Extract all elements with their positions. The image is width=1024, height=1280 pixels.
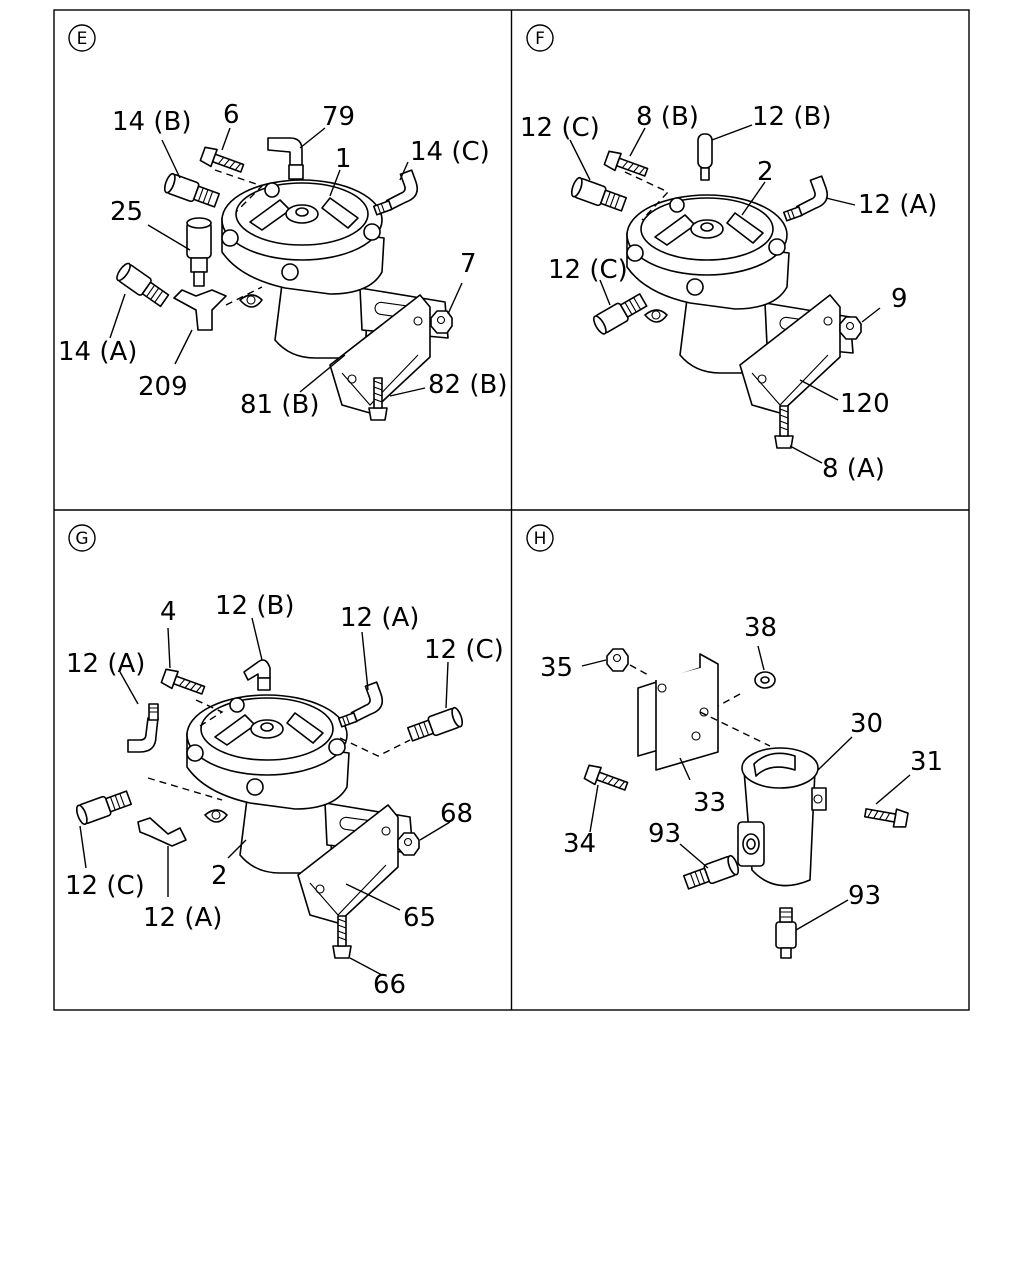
fitting-12b <box>697 133 713 181</box>
panel-f-marker <box>526 24 554 52</box>
label-12c-left: 12 (C) <box>65 871 145 901</box>
label-65: 65 <box>403 903 436 933</box>
fitting-93-side <box>681 853 742 893</box>
label-12a-top: 12 (A) <box>340 603 419 633</box>
label-2: 2 <box>211 861 228 891</box>
panel-g-marker <box>68 524 96 552</box>
label-31: 31 <box>910 747 943 777</box>
panel-e-tag: E <box>77 29 88 49</box>
label-14c: 14 (C) <box>410 137 490 167</box>
label-12b: 12 (B) <box>752 102 831 132</box>
label-66: 66 <box>373 970 406 1000</box>
label-38: 38 <box>744 613 777 643</box>
label-12a-lower: 12 (A) <box>143 903 222 933</box>
panel-f-leaders <box>569 124 881 464</box>
switch-25 <box>186 217 212 287</box>
connector-12c-right <box>405 705 466 745</box>
panel-g-tag: G <box>75 529 88 549</box>
label-9: 9 <box>891 284 908 314</box>
label-1: 1 <box>335 144 352 174</box>
label-82b: 82 (B) <box>428 370 507 400</box>
panel-g-leaders <box>79 617 451 976</box>
label-12c-upper: 12 (C) <box>520 113 600 143</box>
label-12a-left: 12 (A) <box>66 649 145 679</box>
label-7: 7 <box>460 249 477 279</box>
nut-35 <box>606 648 629 672</box>
label-34: 34 <box>563 829 596 859</box>
label-4: 4 <box>160 597 177 627</box>
elbow-12a-right <box>330 681 388 728</box>
label-93-bottom: 93 <box>848 881 881 911</box>
connector-12c-upper <box>568 175 629 215</box>
panel-h-marker <box>526 524 554 552</box>
connector-12a <box>775 175 833 222</box>
label-14b: 14 (B) <box>112 107 191 137</box>
elbow-12a-left <box>127 703 159 753</box>
label-93-side: 93 <box>648 819 681 849</box>
panel-e: E <box>58 24 507 421</box>
panel-f: F 12 (C) 8 (B) 12 <box>520 24 937 484</box>
label-120: 120 <box>840 389 890 419</box>
bracket-33 <box>637 653 719 771</box>
panel-f-tag: F <box>535 29 545 49</box>
elbow-12a-lower <box>137 817 187 847</box>
label-68: 68 <box>440 799 473 829</box>
label-12c-lower: 12 (C) <box>548 255 628 285</box>
bolt-8b <box>602 148 651 182</box>
panel-g: G <box>65 524 504 1000</box>
label-12a: 12 (A) <box>858 190 937 220</box>
elbow-209 <box>173 289 227 331</box>
fitting-93-bottom <box>775 907 797 959</box>
label-30: 30 <box>850 709 883 739</box>
label-2: 2 <box>757 157 774 187</box>
label-12c-right: 12 (C) <box>424 635 504 665</box>
label-35: 35 <box>540 653 573 683</box>
connector-14c <box>365 169 423 216</box>
bolt-34 <box>582 762 631 796</box>
panel-e-leaders <box>109 127 463 397</box>
elbow-79 <box>267 137 304 180</box>
label-12b: 12 (B) <box>215 591 294 621</box>
label-8b: 8 (B) <box>636 102 699 132</box>
panel-e-marker <box>68 24 96 52</box>
panel-h: H <box>526 524 943 959</box>
connector-12c-left <box>73 787 134 827</box>
panel-h-tag: H <box>534 529 547 549</box>
label-79: 79 <box>322 102 355 132</box>
label-33: 33 <box>693 788 726 818</box>
filter-30 <box>737 747 827 887</box>
label-209: 209 <box>138 372 188 402</box>
panel-h-leaders <box>581 645 911 931</box>
bolt-31 <box>863 803 910 830</box>
label-81b: 81 (B) <box>240 390 319 420</box>
label-25: 25 <box>110 197 143 227</box>
elbow-12b <box>243 659 271 691</box>
connector-12c-lower <box>590 290 649 337</box>
label-8a: 8 (A) <box>822 454 885 484</box>
bolt-4 <box>159 666 208 700</box>
panel-frame <box>53 9 970 1011</box>
connector-14b <box>161 171 222 211</box>
nut-7 <box>430 310 453 334</box>
nut-9 <box>839 316 862 340</box>
label-14a: 14 (A) <box>58 337 137 367</box>
nut-68 <box>397 832 420 856</box>
washer-38 <box>754 671 776 689</box>
label-6: 6 <box>223 100 240 130</box>
